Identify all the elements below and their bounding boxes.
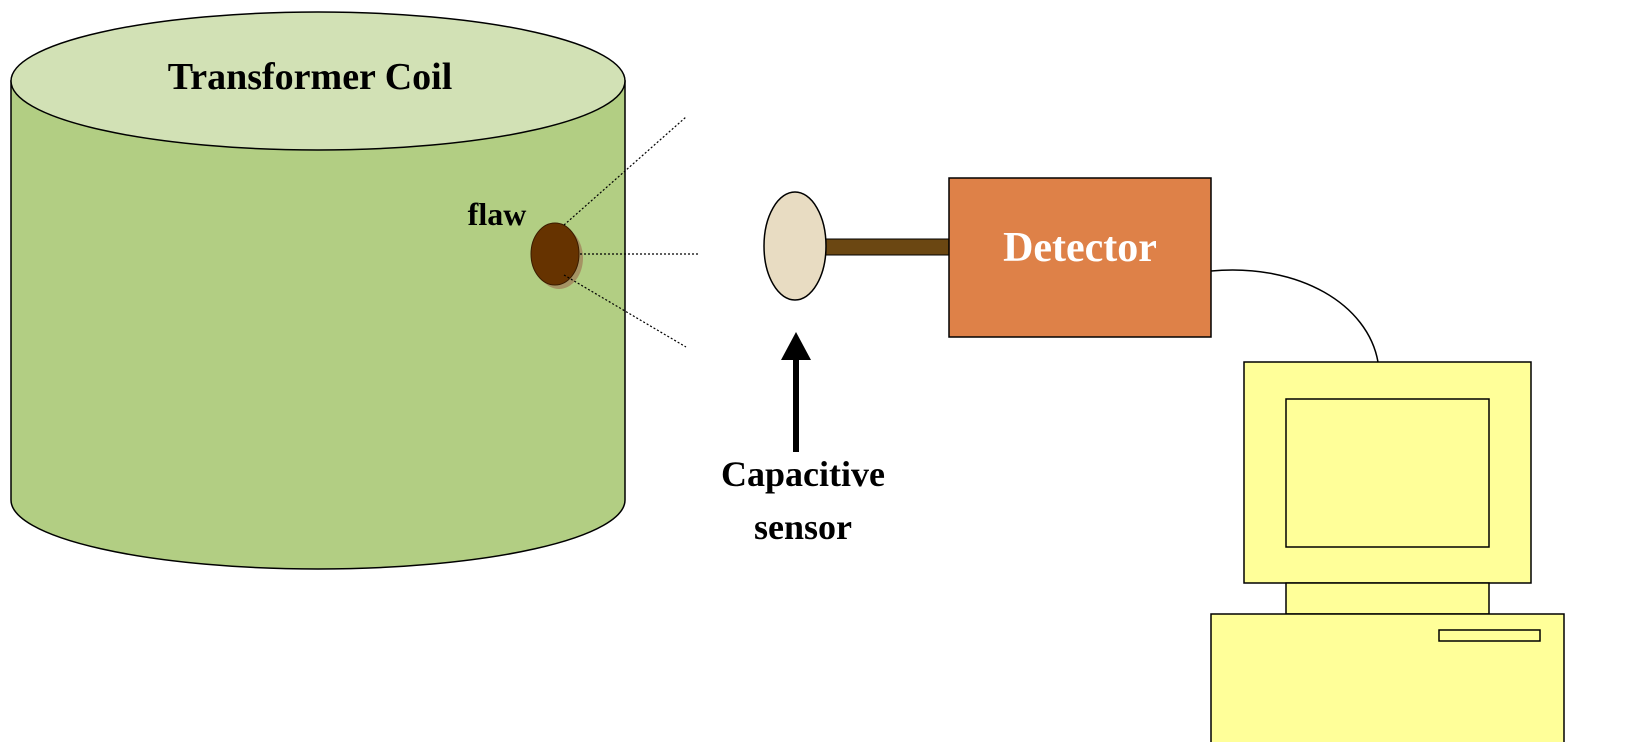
detector-label: Detector (1003, 225, 1157, 271)
capacitive-sensor (763, 191, 951, 301)
cylinder-body (10, 80, 626, 570)
detector-box (948, 177, 1212, 338)
sensor-plate (763, 191, 827, 301)
detector-cable (1210, 269, 1379, 363)
sensor-label-line2: sensor (754, 507, 852, 547)
field-lines (563, 116, 700, 348)
arrow-up-icon (781, 332, 811, 452)
monitor-stand (1285, 582, 1490, 615)
flaw-label: flaw (468, 196, 527, 232)
field-line-upper (563, 116, 687, 226)
detector: Detector (948, 177, 1212, 338)
disk-drive-slot (1438, 629, 1541, 642)
sensor-label-line1: Capacitive (721, 454, 885, 494)
computer-icon (1210, 361, 1565, 742)
flaw-spot (530, 222, 580, 286)
cylinder-top (10, 11, 626, 151)
sensor-rod (821, 238, 951, 256)
flaw: flaw (468, 196, 583, 289)
transformer-coil-label: Transformer Coil (168, 56, 453, 98)
transformer-coil: Transformer Coil (10, 11, 626, 570)
monitor-screen (1285, 398, 1490, 548)
